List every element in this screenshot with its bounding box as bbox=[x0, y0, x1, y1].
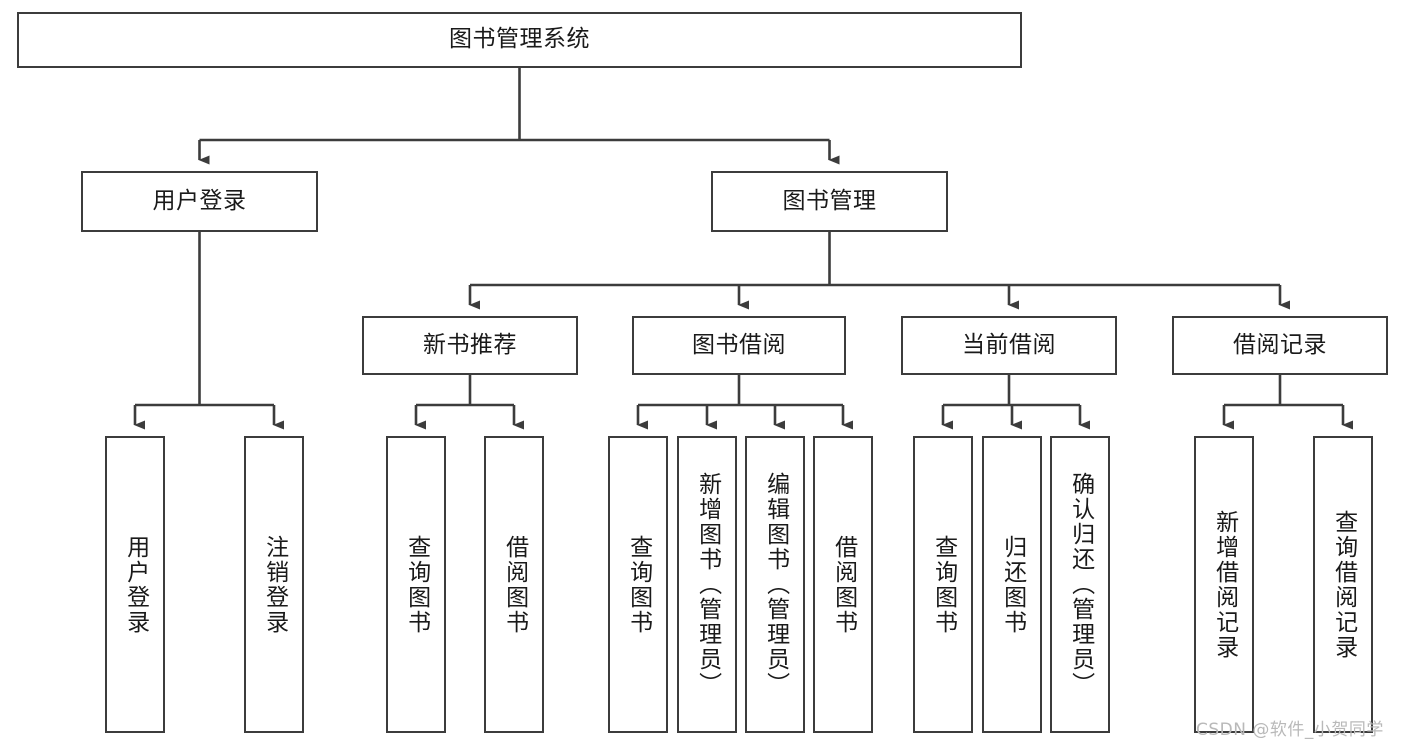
node-label-leaf-edit-book-admin: 编辑图书（管理员） bbox=[762, 472, 789, 697]
node-leaf-rec-borrow-book[interactable]: 借阅图书 bbox=[484, 436, 544, 733]
node-borrow-record[interactable]: 借阅记录 bbox=[1172, 316, 1388, 375]
node-current-borrow[interactable]: 当前借阅 bbox=[901, 316, 1117, 375]
node-label-leaf-query-borrow-record: 查询借阅记录 bbox=[1330, 509, 1357, 660]
node-leaf-edit-book-admin[interactable]: 编辑图书（管理员） bbox=[745, 436, 805, 733]
node-label-leaf-borrow-book: 借阅图书 bbox=[830, 534, 857, 635]
node-label-leaf-borrow-query-book: 查询图书 bbox=[625, 534, 652, 635]
node-label-leaf-user-login: 用户登录 bbox=[122, 534, 149, 635]
node-label-leaf-rec-query-book: 查询图书 bbox=[403, 534, 430, 635]
node-label-new-book-rec: 新书推荐 bbox=[423, 331, 517, 358]
node-label-user-login: 用户登录 bbox=[152, 187, 247, 214]
node-label-root: 图书管理系统 bbox=[449, 26, 590, 53]
node-leaf-logout[interactable]: 注销登录 bbox=[244, 436, 304, 733]
node-leaf-rec-query-book[interactable]: 查询图书 bbox=[386, 436, 446, 733]
node-leaf-user-login[interactable]: 用户登录 bbox=[105, 436, 165, 733]
node-label-leaf-confirm-return-admin: 确认归还（管理员） bbox=[1067, 472, 1094, 697]
node-leaf-add-borrow-record[interactable]: 新增借阅记录 bbox=[1194, 436, 1254, 733]
node-leaf-add-book-admin[interactable]: 新增图书（管理员） bbox=[677, 436, 737, 733]
node-label-current-borrow: 当前借阅 bbox=[962, 331, 1056, 358]
node-label-leaf-rec-borrow-book: 借阅图书 bbox=[501, 534, 528, 635]
node-leaf-cur-query-book[interactable]: 查询图书 bbox=[913, 436, 973, 733]
node-label-leaf-cur-query-book: 查询图书 bbox=[930, 534, 957, 635]
node-book-borrow[interactable]: 图书借阅 bbox=[632, 316, 846, 375]
node-label-book-borrow: 图书借阅 bbox=[692, 331, 786, 358]
node-leaf-borrow-query-book[interactable]: 查询图书 bbox=[608, 436, 668, 733]
node-label-leaf-add-borrow-record: 新增借阅记录 bbox=[1211, 509, 1238, 660]
node-root[interactable]: 图书管理系统 bbox=[17, 12, 1022, 68]
node-new-book-rec[interactable]: 新书推荐 bbox=[362, 316, 578, 375]
node-leaf-borrow-book[interactable]: 借阅图书 bbox=[813, 436, 873, 733]
node-leaf-confirm-return-admin[interactable]: 确认归还（管理员） bbox=[1050, 436, 1110, 733]
node-label-leaf-return-book: 归还图书 bbox=[999, 534, 1026, 635]
node-user-login[interactable]: 用户登录 bbox=[81, 171, 318, 232]
node-leaf-return-book[interactable]: 归还图书 bbox=[982, 436, 1042, 733]
node-label-leaf-logout: 注销登录 bbox=[261, 534, 288, 635]
node-label-leaf-add-book-admin: 新增图书（管理员） bbox=[694, 472, 721, 697]
node-leaf-query-borrow-record[interactable]: 查询借阅记录 bbox=[1313, 436, 1373, 733]
node-label-book-manage: 图书管理 bbox=[782, 187, 877, 214]
node-book-manage[interactable]: 图书管理 bbox=[711, 171, 948, 232]
node-label-borrow-record: 借阅记录 bbox=[1233, 331, 1327, 358]
